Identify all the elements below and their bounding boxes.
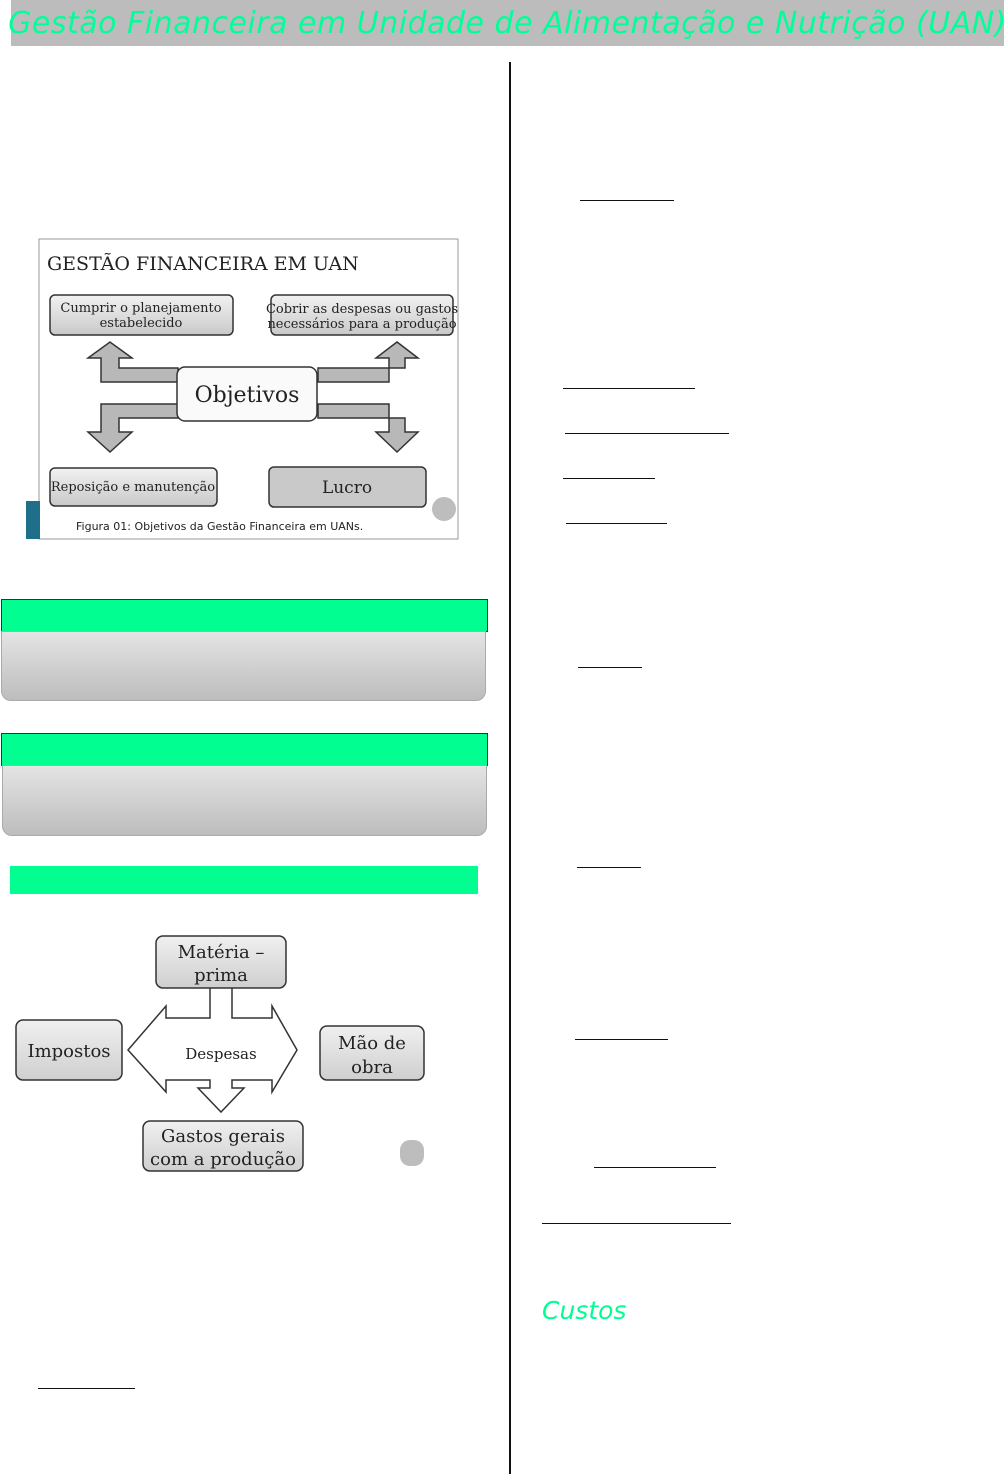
- blank-line: [575, 1039, 668, 1040]
- blank-line: [578, 667, 642, 668]
- figure2-center: Despesas: [185, 1045, 256, 1063]
- blank-line: [563, 388, 695, 389]
- content-box-1: [1, 631, 486, 701]
- figure-objetivos: GESTÃO FINANCEIRA EM UAN Cumprir o plane…: [26, 238, 459, 540]
- figure2-left: Impostos: [27, 1041, 110, 1062]
- figure2-bottom-line1: Gastos gerais: [161, 1126, 285, 1147]
- section-bar-3: [10, 866, 478, 894]
- figure1-bottom-left: Reposição e manutenção: [51, 480, 215, 495]
- blank-line: [580, 200, 674, 201]
- blank-line: [38, 1388, 135, 1389]
- figure2-bottom-line2: com a produção: [150, 1149, 296, 1170]
- blank-line: [566, 523, 667, 524]
- section-heading-custos: Custos: [542, 1296, 627, 1325]
- figure2-top-line2: prima: [194, 965, 248, 986]
- page-header: Gestão Financeira em Unidade de Alimenta…: [8, 0, 1007, 46]
- blank-line: [577, 867, 641, 868]
- section-bar-2: [1, 733, 488, 766]
- blank-line: [565, 433, 729, 434]
- figure-despesas: Despesas Matéria – prima Impostos Mão de…: [15, 935, 425, 1172]
- figure1-top-right-line2: necessários para a produção: [267, 317, 456, 332]
- figure1-center: Objetivos: [195, 383, 300, 408]
- figure1-top-left-line2: estabelecido: [100, 316, 183, 331]
- figure2-right-line2: obra: [351, 1057, 393, 1078]
- content-box-2: [2, 765, 487, 836]
- section-bar-1: [1, 599, 488, 632]
- figure1-title: GESTÃO FINANCEIRA EM UAN: [47, 253, 359, 275]
- figure1-caption: Figura 01: Objetivos da Gestão Financeir…: [76, 520, 363, 533]
- figure2-right-line1: Mão de: [338, 1033, 406, 1054]
- blank-line: [542, 1223, 731, 1224]
- figure1-top-left-line1: Cumprir o planejamento: [60, 301, 221, 316]
- figure1-top-right-line1: Cobrir as despesas ou gastos: [266, 302, 458, 317]
- page-title: Gestão Financeira em Unidade de Alimenta…: [8, 5, 1007, 41]
- figure1-bottom-right: Lucro: [322, 478, 372, 498]
- blank-line: [563, 478, 655, 479]
- column-divider: [509, 62, 511, 1474]
- figure2-top-line1: Matéria –: [178, 942, 265, 963]
- blank-line: [594, 1167, 716, 1168]
